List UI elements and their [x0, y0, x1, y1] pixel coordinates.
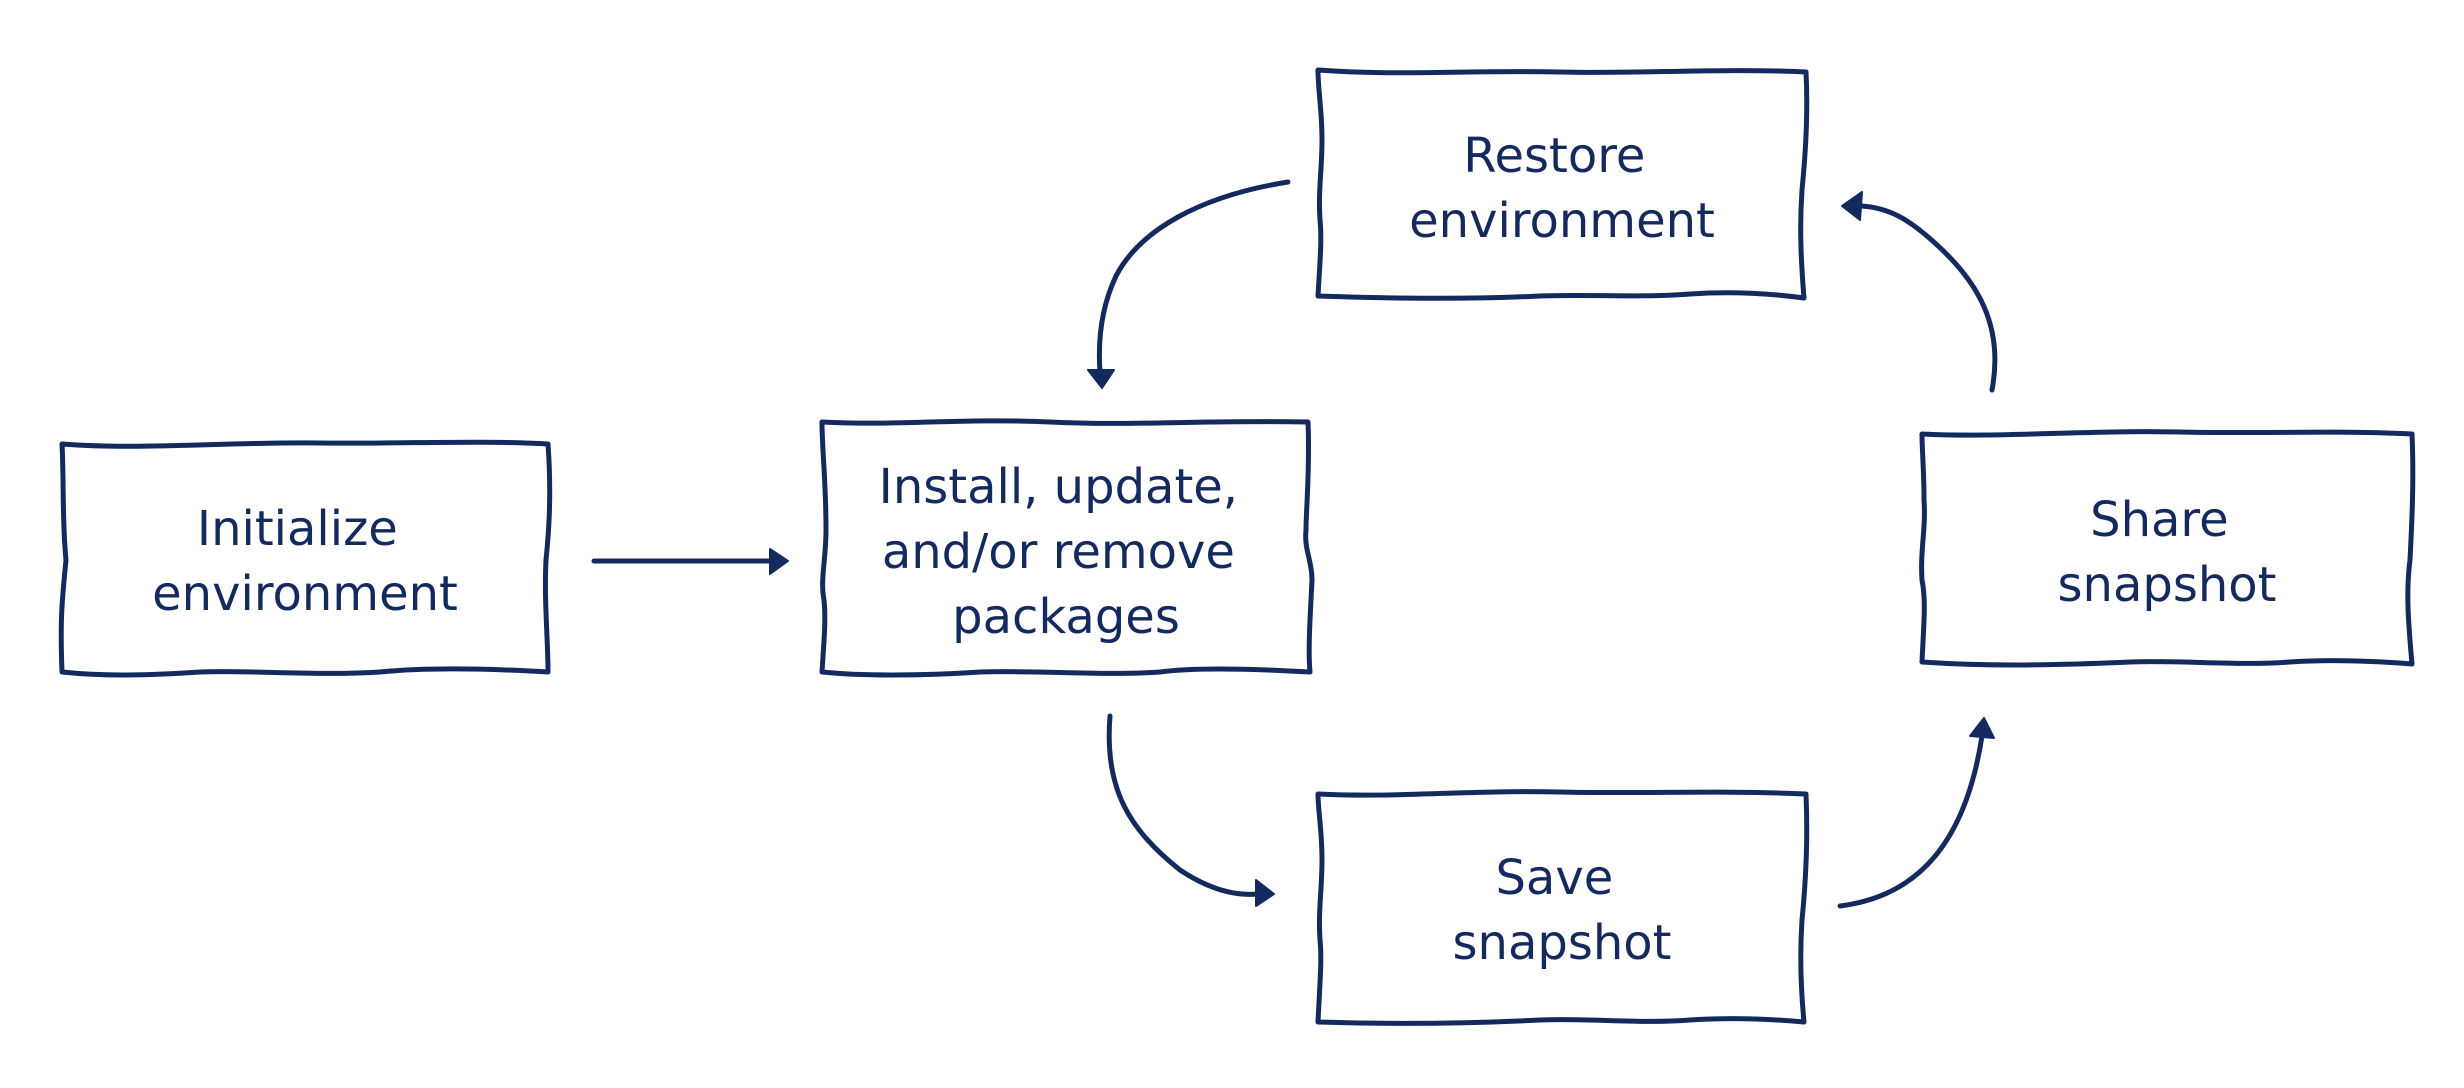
node-initialize-label: Initialize environment	[152, 501, 458, 622]
node-share-label: Share snapshot	[2058, 492, 2277, 613]
node-save-box	[1315, 789, 1810, 1026]
node-share-box	[1919, 429, 2416, 668]
node-initialize-line-2: environment	[152, 566, 458, 622]
node-save-line-2: snapshot	[1453, 915, 1672, 971]
node-share-line-2: snapshot	[2058, 557, 2277, 613]
edge-install-to-save-head	[1255, 879, 1275, 907]
edge-share-to-restore-line	[1859, 203, 1998, 393]
node-share: Share snapshot	[1919, 429, 2416, 668]
node-restore-box	[1315, 67, 1810, 301]
edge-save-to-share-line	[1837, 733, 1985, 909]
edge-install-to-save-line	[1106, 713, 1261, 897]
edge-restore-to-install	[1087, 179, 1291, 389]
edge-share-to-restore	[1841, 191, 1998, 393]
node-save: Save snapshot	[1315, 789, 1810, 1026]
node-restore-line-2: environment	[1409, 193, 1715, 249]
node-save-line-1: Save	[1495, 850, 1613, 906]
edge-save-to-share-head	[1969, 717, 1995, 739]
node-restore: Restore environment	[1315, 67, 1810, 301]
node-install-line-1: Install, update,	[879, 459, 1238, 515]
node-install-line-3: packages	[952, 589, 1180, 645]
edge-install-to-save	[1106, 713, 1275, 907]
node-install-label: Install, update, and/or remove packages	[879, 459, 1254, 645]
edge-initialize-to-install	[591, 548, 789, 575]
node-restore-line-1: Restore	[1463, 128, 1645, 184]
edge-save-to-share	[1837, 717, 1995, 909]
edge-initialize-to-install-head	[769, 548, 789, 575]
edge-restore-to-install-head	[1087, 369, 1115, 389]
node-share-line-1: Share	[2090, 492, 2229, 548]
node-install-box	[819, 418, 1315, 678]
node-initialize-line-1: Initialize	[197, 501, 398, 557]
edge-restore-to-install-line	[1096, 179, 1291, 375]
node-restore-label: Restore environment	[1409, 128, 1715, 249]
node-install: Install, update, and/or remove packages	[819, 418, 1315, 678]
node-initialize: Initialize environment	[58, 439, 553, 678]
node-initialize-box	[58, 439, 553, 678]
node-save-label: Save snapshot	[1453, 850, 1672, 971]
edge-share-to-restore-head	[1841, 191, 1863, 221]
node-install-line-2: and/or remove	[882, 524, 1235, 580]
